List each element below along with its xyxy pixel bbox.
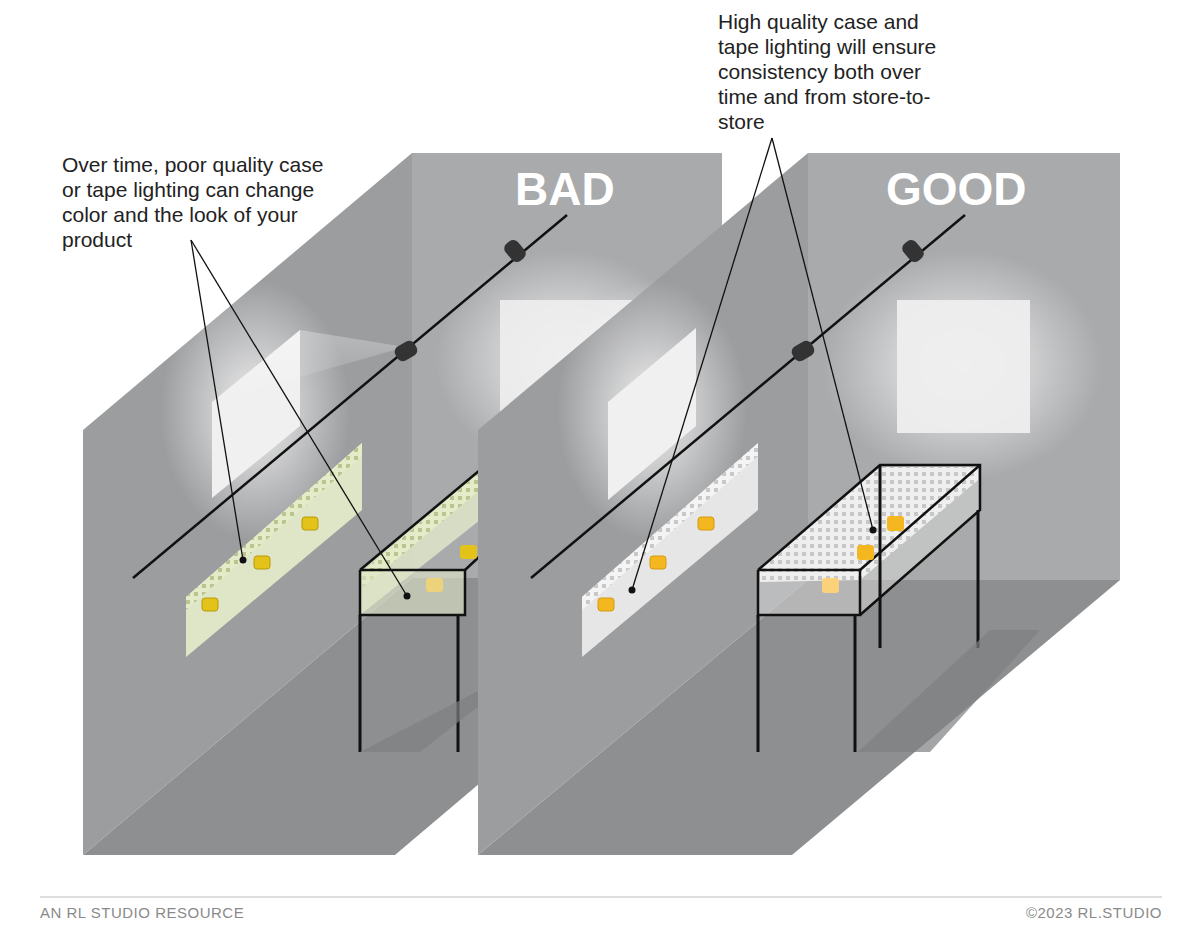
bad-case [360,470,480,752]
good-case [758,465,1040,752]
footer-text: AN RL STUDIO RESOURCE [40,904,440,922]
room-heading: GOOD [886,163,1116,215]
callout-note: Over time, poor quality case or tape lig… [62,152,337,252]
room-heading: BAD [515,163,715,215]
footer-text: ©2023 RL.STUDIO [880,904,1162,922]
leader-dots [240,527,877,600]
footer-rule [40,897,1162,898]
good-room [478,153,1120,855]
callout-note: High quality case and tape lighting will… [718,9,963,134]
